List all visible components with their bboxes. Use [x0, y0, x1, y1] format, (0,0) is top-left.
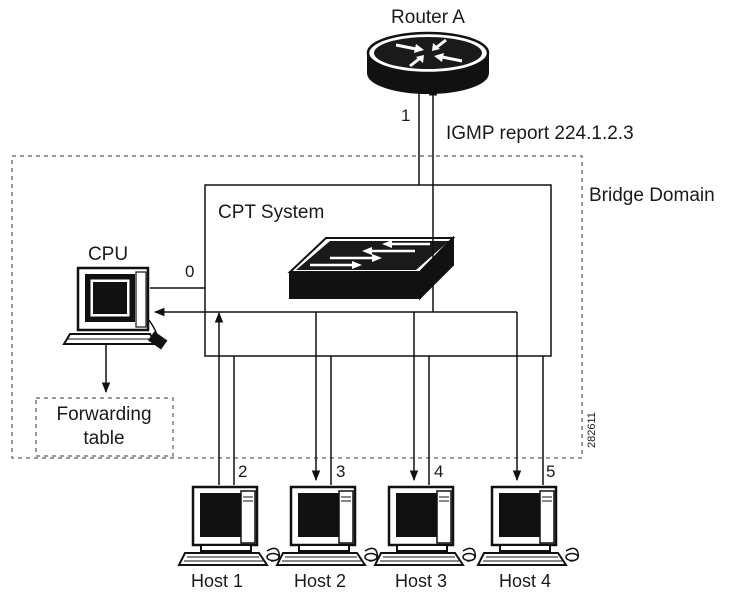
figure-id: 282611 — [586, 412, 598, 448]
forwarding-table-line1: Forwarding — [56, 404, 151, 425]
host3-computer-icon — [373, 485, 477, 567]
forwarding-table-line2: table — [83, 428, 124, 449]
forwarding-table-box — [35, 397, 174, 457]
cpu-peripheral-icon — [148, 319, 168, 350]
cpu-computer-icon — [62, 266, 158, 345]
igmp-report-label: IGMP report 224.1.2.3 — [446, 123, 634, 144]
host1-computer-icon — [177, 485, 281, 567]
host3-label: Host 3 — [395, 571, 447, 591]
port-2-label: 2 — [238, 462, 247, 481]
port-5-label: 5 — [546, 462, 555, 481]
port-0-label: 0 — [185, 262, 194, 281]
host2-computer-icon — [275, 485, 379, 567]
router-label: Router A — [391, 7, 465, 28]
cpu-label: CPU — [88, 244, 128, 265]
port-1-label: 1 — [401, 106, 410, 125]
switch-icon — [287, 235, 456, 301]
host4-computer-icon — [476, 485, 580, 567]
host2-label: Host 2 — [294, 571, 346, 591]
bridge-domain-box — [11, 155, 583, 459]
port-4-label: 4 — [434, 462, 443, 481]
host4-label: Host 4 — [499, 571, 551, 591]
port-3-label: 3 — [336, 462, 345, 481]
host1-label: Host 1 — [191, 571, 243, 591]
router-icon — [366, 31, 490, 94]
cpt-system-label: CPT System — [218, 202, 324, 223]
bridge-domain-label: Bridge Domain — [589, 185, 715, 206]
